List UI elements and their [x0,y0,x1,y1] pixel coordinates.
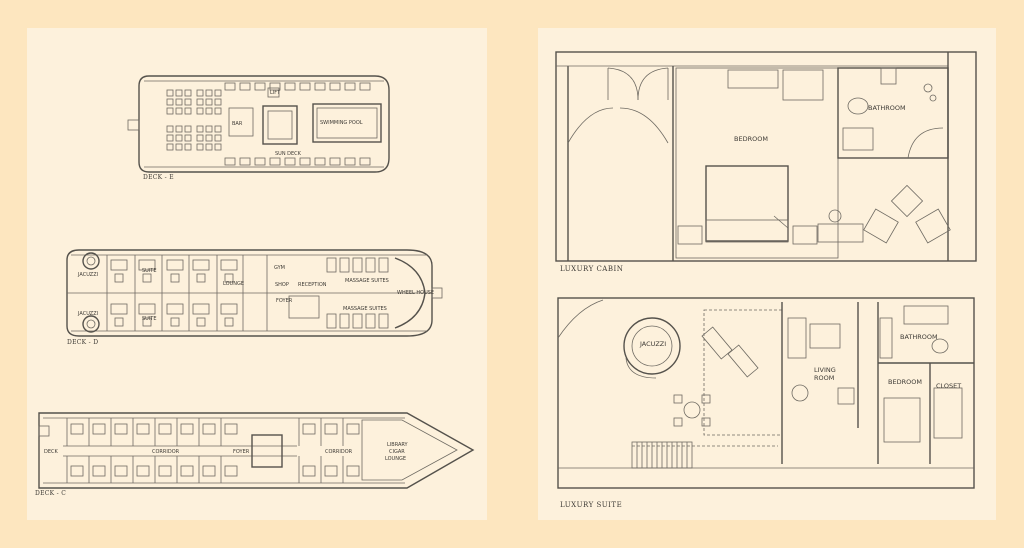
cabin-bathroom-label: BATHROOM [868,104,906,112]
library-label: LIBRARY [387,442,409,448]
corridor-left-label: CORRIDOR [152,449,180,455]
deck-plans-drawing: LIFT BAR SWIMMING POOL SUN DECK JACUZZI … [38,75,475,489]
massage-top-label: MASSAGE SUITES [345,278,389,284]
bar-label: BAR [232,121,243,127]
lounge-label: LOUNGE [223,281,244,287]
suite-top-label: SUITE [142,268,157,274]
suite-bedroom-label: BEDROOM [888,378,922,386]
luxury-suite-plan [557,297,975,489]
deck-d-plan [66,249,443,337]
deck-e-caption: DECK - E [143,174,174,181]
foyer-label: FOYER [276,298,293,304]
lounge-c-label: LOUNGE [385,456,406,462]
deck-d-caption: DECK - D [67,339,99,346]
gym-label: GYM [274,265,285,271]
suite-room-label: ROOM [814,374,834,382]
suite-bathroom-label: BATHROOM [900,333,938,341]
massage-bottom-label: MASSAGE SUITES [343,306,387,312]
deck-plans-panel: LIFT BAR SWIMMING POOL SUN DECK JACUZZI … [27,28,487,520]
corridor-right-label: CORRIDOR [325,449,353,455]
luxury-cabin-caption: LUXURY CABIN [560,265,624,273]
pool-label: SWIMMING POOL [320,120,363,126]
luxury-cabin-plan [555,51,977,262]
deck-label: DECK [44,449,59,455]
cabin-bedroom-label: BEDROOM [734,135,768,143]
jacuzzi-bottom-label: JACUZZI [77,311,98,317]
deck-c-plan [38,412,475,489]
suite-closet-label: CLOSET [936,382,961,390]
luxury-suite-caption: LUXURY SUITE [560,501,623,509]
shop-label: SHOP [275,282,289,288]
suite-living-label: LIVING [814,366,836,374]
wheelhouse-label: WHEEL HOUSE [397,290,434,296]
cabin-plans-panel: BEDROOM BATHROOM JACUZZI LIVING ROOM BED… [538,28,996,520]
deck-e-plan [127,75,390,173]
deck-c-caption: DECK - C [35,490,67,497]
lift-label: LIFT [270,90,281,96]
sundeck-label: SUN DECK [275,151,302,157]
cigar-label: CIGAR [389,449,405,455]
suite-jacuzzi-label: JACUZZI [639,340,666,348]
cabin-plans-drawing: BEDROOM BATHROOM JACUZZI LIVING ROOM BED… [555,51,977,489]
foyer-c-label: FOYER [233,449,250,455]
jacuzzi-top-label: JACUZZI [77,272,98,278]
suite-bottom-label: SUITE [142,316,157,322]
reception-label: RECEPTION [298,282,327,288]
